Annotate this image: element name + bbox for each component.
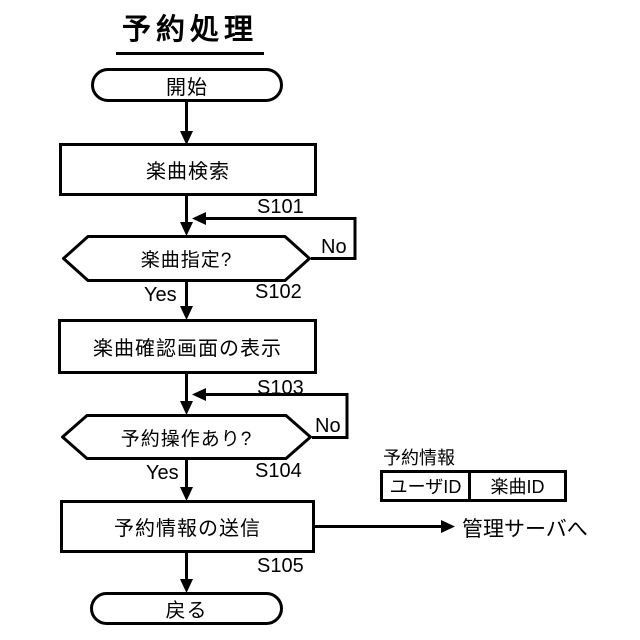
arrow-search-to-decision1	[180, 196, 193, 236]
end-node: 戻る	[90, 592, 283, 625]
branch-no2-label: No	[315, 415, 341, 437]
reservation-info-title: 予約情報	[383, 448, 455, 468]
step-label-s101: S101	[257, 196, 304, 218]
branch-yes2-label: Yes	[146, 462, 179, 484]
process-send-label: 予約情報の送信	[114, 518, 261, 540]
arrow-send-to-end	[180, 553, 193, 593]
process-confirm-screen-node: 楽曲確認画面の表示	[58, 319, 317, 374]
arrow-decision1-to-confirm	[180, 282, 193, 320]
process-confirm-screen-label: 楽曲確認画面の表示	[93, 338, 282, 360]
arrow-confirm-to-decision2	[180, 374, 193, 415]
branch-yes1-label: Yes	[144, 284, 177, 306]
arrow-start-to-search	[180, 102, 193, 145]
page-title: 予約処理	[116, 6, 265, 55]
end-node-label: 戻る	[165, 600, 208, 622]
decision-reserve-operation-node: 予約操作あり?	[61, 414, 312, 460]
branch-no1-label: No	[321, 236, 347, 258]
process-search-label: 楽曲検索	[146, 161, 230, 183]
step-label-s105: S105	[257, 555, 304, 577]
start-node-label: 開始	[166, 76, 208, 99]
reservation-info-table: ユーザID 楽曲ID	[380, 470, 567, 502]
process-search-node: 楽曲検索	[59, 143, 317, 196]
decision-hexagon-shape	[62, 235, 311, 282]
decision-reserve-operation-label: 予約操作あり?	[120, 428, 253, 450]
process-send-node: 予約情報の送信	[60, 500, 315, 553]
loop-no2-line	[192, 388, 349, 439]
step-label-s102: S102	[255, 281, 302, 303]
table-cell-song-id: 楽曲ID	[468, 473, 564, 499]
loop-no1-line	[192, 212, 357, 260]
decision-song-specified-node: 楽曲指定?	[62, 235, 311, 282]
table-cell-user-id: ユーザID	[389, 477, 462, 497]
management-server-label: 管理サーバへ	[462, 518, 588, 541]
step-label-s104: S104	[255, 460, 302, 482]
arrow-decision2-to-send	[180, 460, 193, 501]
decision-hexagon-shape	[61, 414, 312, 460]
step-label-s103: S103	[257, 377, 304, 399]
arrow-send-to-server	[315, 520, 455, 533]
decision-song-specified-label: 楽曲指定?	[140, 250, 233, 271]
start-node: 開始	[91, 68, 283, 102]
